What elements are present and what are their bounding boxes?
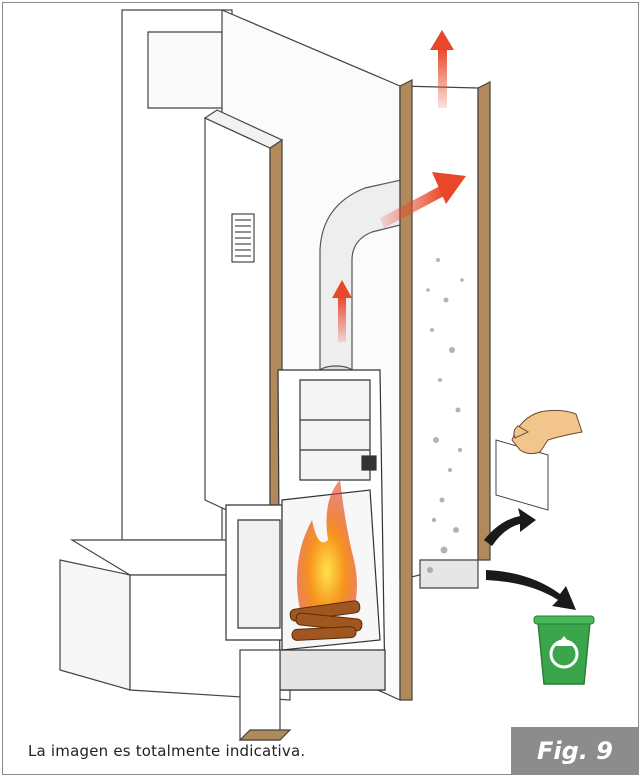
heat-arrows (332, 30, 466, 342)
heat-arrow-duct (380, 172, 466, 228)
heat-arrow-pipe (332, 280, 352, 342)
fire-logs (289, 480, 363, 641)
heat-arrow-top (430, 30, 454, 108)
vent-grille (231, 213, 255, 263)
recycle-bin-icon (533, 615, 595, 685)
hearth-base (238, 649, 292, 741)
hand-with-filter-card (495, 409, 583, 511)
direction-arrows (484, 508, 576, 610)
chimney-column (203, 109, 284, 531)
caption-text: La imagen es totalmente indicativa. (28, 742, 306, 760)
dust-particles (426, 258, 464, 573)
figure-label-badge: Fig. 9 (511, 727, 639, 775)
air-chamber (399, 79, 491, 701)
